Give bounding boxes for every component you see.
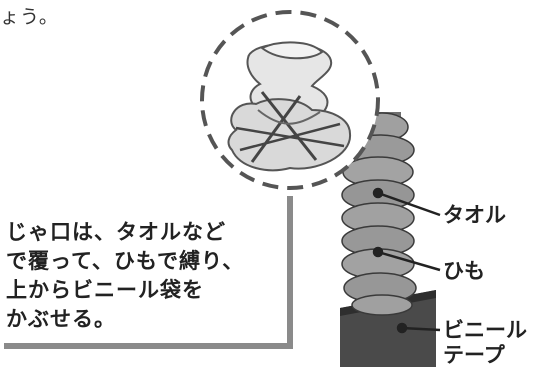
label-vinyl-tape-line1: ビニール	[443, 318, 527, 342]
label-towel: タオル	[443, 203, 506, 227]
leader-lines	[372, 187, 441, 334]
label-vinyl-tape-line2: テープ	[443, 343, 505, 367]
caption-frame-line	[4, 196, 293, 349]
instruction-caption: じゃ口は、タオルなど で覆って、ひもで縛り、 上からビニール袋を かぶせる。	[6, 218, 286, 334]
label-string: ひも	[443, 259, 485, 283]
caption-line-2: で覆って、ひもで縛り、	[6, 249, 245, 273]
faucet-handle-illustration	[227, 41, 352, 172]
header-partial-text: ょう。	[0, 6, 59, 28]
caption-line-4: かぶせる。	[6, 307, 116, 331]
caption-line-1: じゃ口は、タオルなど	[6, 220, 226, 244]
caption-line-3: 上からビニール袋を	[6, 278, 204, 302]
